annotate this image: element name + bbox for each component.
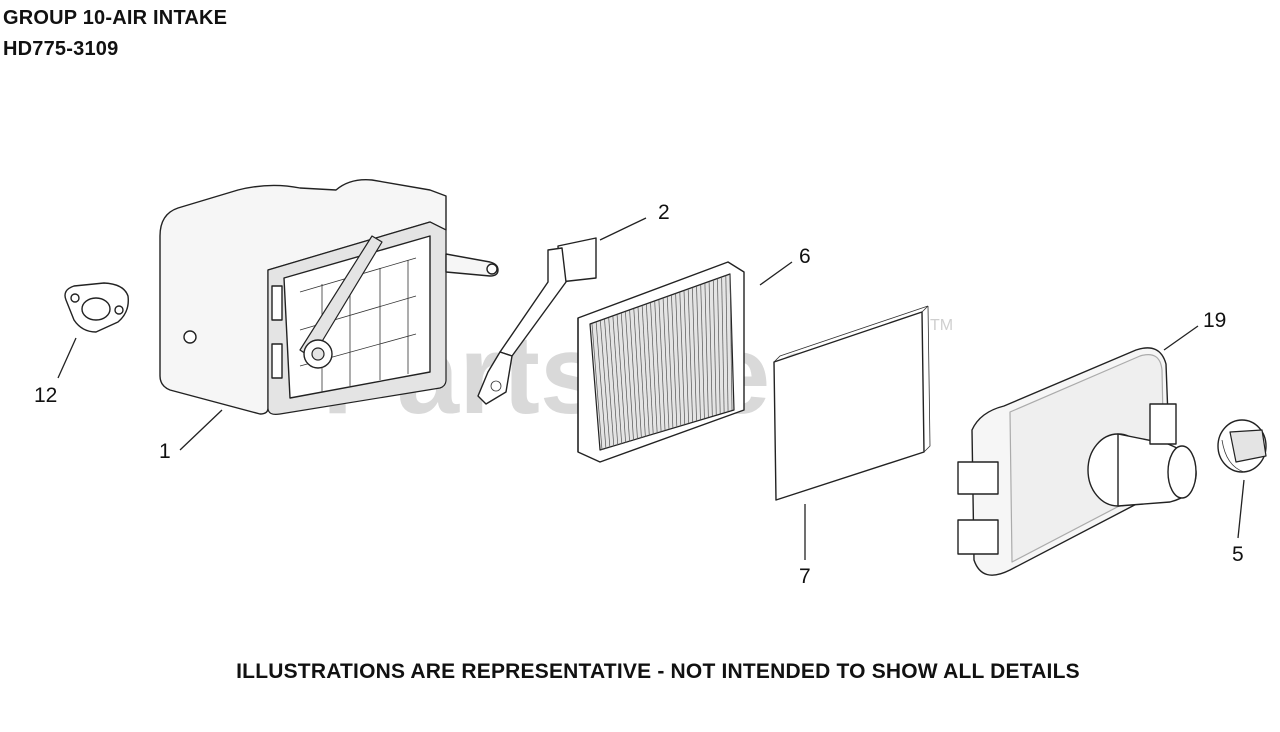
- gasket-part[interactable]: [64, 282, 129, 333]
- callout-19: 19: [1203, 309, 1226, 332]
- model-number: HD775-3109: [3, 38, 119, 60]
- bracket-lever-part[interactable]: [477, 237, 597, 405]
- knob-part[interactable]: [1217, 419, 1267, 473]
- callout-2: 2: [658, 201, 670, 224]
- callout-1: 1: [159, 440, 171, 463]
- air-cleaner-base-part[interactable]: [159, 179, 499, 415]
- group-title: GROUP 10-AIR INTAKE: [3, 7, 228, 29]
- callout-12: 12: [34, 384, 57, 407]
- pre-cleaner-part[interactable]: [773, 305, 931, 501]
- callout-5: 5: [1232, 543, 1244, 566]
- callout-6: 6: [799, 245, 811, 268]
- air-cleaner-cover-part[interactable]: [957, 347, 1197, 576]
- air-filter-part[interactable]: [577, 261, 745, 463]
- callout-7: 7: [799, 565, 811, 588]
- leader-lines: [57, 217, 1245, 560]
- disclaimer-note: ILLUSTRATIONS ARE REPRESENTATIVE - NOT I…: [236, 660, 1080, 683]
- filter-pleats: [591, 273, 733, 451]
- watermark-trademark: TM: [930, 317, 953, 334]
